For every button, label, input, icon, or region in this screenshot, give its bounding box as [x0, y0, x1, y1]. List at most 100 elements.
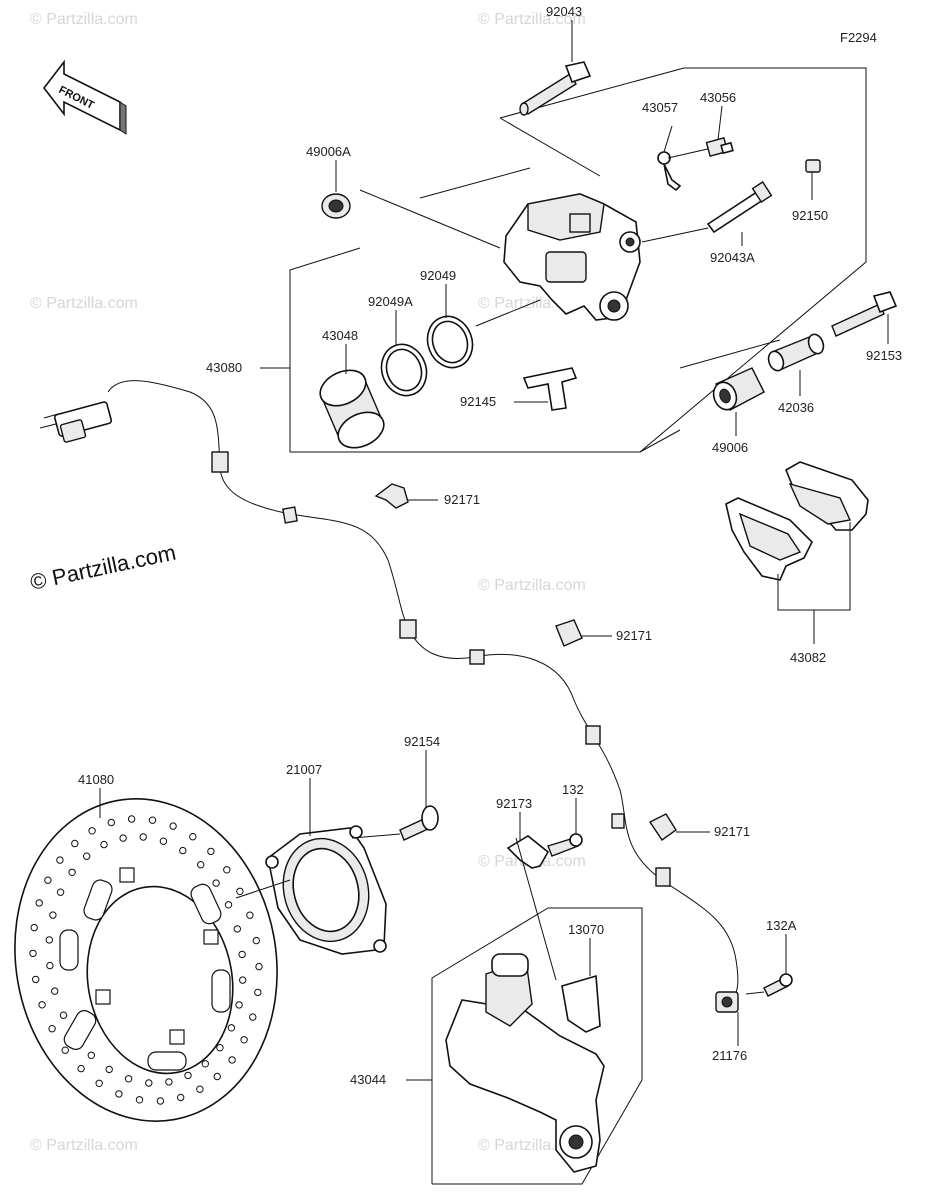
caliper-assembly-bracket [260, 67, 867, 453]
disc-hole [148, 816, 157, 824]
part-labels: 92043 43057 43056 49006A 92150 92043A 92… [78, 4, 902, 1087]
disc-hole [249, 1013, 257, 1021]
disc-hole [61, 1046, 69, 1054]
label-49006A: 49006A [306, 144, 351, 159]
disc-hole [135, 1096, 144, 1104]
label-92171-upper: 92171 [444, 492, 480, 507]
front-arrow-icon: FRONT [42, 59, 127, 135]
label-92043A: 92043A [710, 250, 755, 265]
disc-hole [216, 1044, 224, 1052]
spring-92145 [514, 367, 578, 411]
disc-hole [179, 846, 187, 855]
disc-hole [38, 1001, 46, 1009]
disc-hole [184, 1071, 192, 1080]
disc-hole [83, 852, 91, 860]
disc-hole [45, 936, 53, 944]
disc-hole [227, 1024, 236, 1032]
label-43044: 43044 [350, 1072, 386, 1087]
disc-hole [246, 911, 254, 919]
disc-hole [233, 925, 242, 933]
disc-hole [201, 1060, 210, 1068]
abs-sensor-wire [107, 380, 739, 1005]
label-21176: 21176 [712, 1048, 747, 1063]
disc-hole [30, 923, 38, 932]
bleeder-valve-43056 [705, 105, 734, 157]
brake-disc-41080 [14, 788, 278, 1122]
abs-sensor-21176 [715, 991, 739, 1046]
label-49006: 49006 [712, 440, 748, 455]
label-21007: 21007 [286, 762, 322, 777]
label-92049: 92049 [420, 268, 456, 283]
disc-hole [169, 822, 177, 830]
watermark: © Partzilla.com [30, 295, 138, 312]
disc-hole [213, 1072, 221, 1081]
disc-hole [139, 833, 147, 841]
watermark: © Partzilla.com [30, 11, 138, 28]
label-92171-lower: 92171 [714, 824, 750, 839]
disc-hole [107, 818, 116, 827]
label-43057: 43057 [642, 100, 678, 115]
disc-hole [127, 815, 136, 823]
disc-hole [59, 1011, 68, 1019]
disc-hole [224, 901, 233, 909]
caliper-bracket-43044 [406, 837, 643, 1185]
seal-92049 [426, 284, 474, 369]
caliper-body [475, 193, 641, 327]
sleeve-42036 [767, 333, 825, 396]
disc-hole [235, 1001, 243, 1009]
bolt-132A [745, 934, 793, 997]
disc-hole [44, 876, 52, 884]
disc-hole [105, 1065, 113, 1074]
label-92145: 92145 [460, 394, 496, 409]
disc-hole [236, 887, 244, 895]
disc-hole [165, 1078, 173, 1086]
sensor-rotor-21007 [235, 778, 387, 955]
copyright-text: © Partzilla.com [28, 540, 178, 595]
brake-pads-43082 [725, 461, 869, 644]
disc-hole [46, 961, 54, 970]
diagram-code: F2294 [840, 30, 877, 45]
watermark: © Partzilla.com [30, 1137, 138, 1154]
disc-hole [124, 1075, 133, 1083]
label-132A: 132A [766, 918, 797, 933]
cap-92150 [805, 159, 821, 200]
disc-hole [48, 1025, 56, 1033]
boot-49006 [712, 367, 765, 436]
disc-hole [255, 962, 263, 971]
disc-hole [29, 949, 37, 958]
disc-hole [212, 879, 220, 887]
boot-49006A [321, 160, 351, 219]
bolt-92043 [519, 20, 592, 116]
disc-hole [35, 899, 43, 907]
disc-hole [115, 1090, 123, 1098]
disc-hole [51, 987, 59, 995]
disc-hole [252, 936, 260, 945]
label-92154: 92154 [404, 734, 440, 749]
piston-43048 [319, 344, 385, 449]
clamp-92171-middle [555, 619, 612, 647]
disc-hole [197, 861, 205, 869]
watermark: © Partzilla.com [478, 11, 586, 28]
label-43056: 43056 [700, 90, 736, 105]
disc-hole [95, 1079, 103, 1088]
disc-hole [32, 975, 40, 984]
disc-hole [87, 1051, 96, 1060]
label-92153: 92153 [866, 348, 902, 363]
label-92043: 92043 [546, 4, 582, 19]
disc-hole [88, 827, 96, 835]
disc-hole [68, 868, 76, 876]
clamp-92171-upper [374, 483, 438, 509]
label-43082: 43082 [790, 650, 826, 665]
disc-hole [71, 839, 79, 848]
disc-hole [119, 834, 127, 842]
bolt-92154 [351, 750, 439, 841]
disc-hole [189, 833, 197, 841]
disc-hole [238, 950, 246, 959]
disc-hole [228, 1056, 236, 1064]
disc-hole [223, 866, 231, 874]
disc-hole [177, 1093, 185, 1102]
label-42036: 42036 [778, 400, 814, 415]
clamp-92171-lower [648, 813, 710, 841]
disc-hole [240, 1036, 248, 1044]
